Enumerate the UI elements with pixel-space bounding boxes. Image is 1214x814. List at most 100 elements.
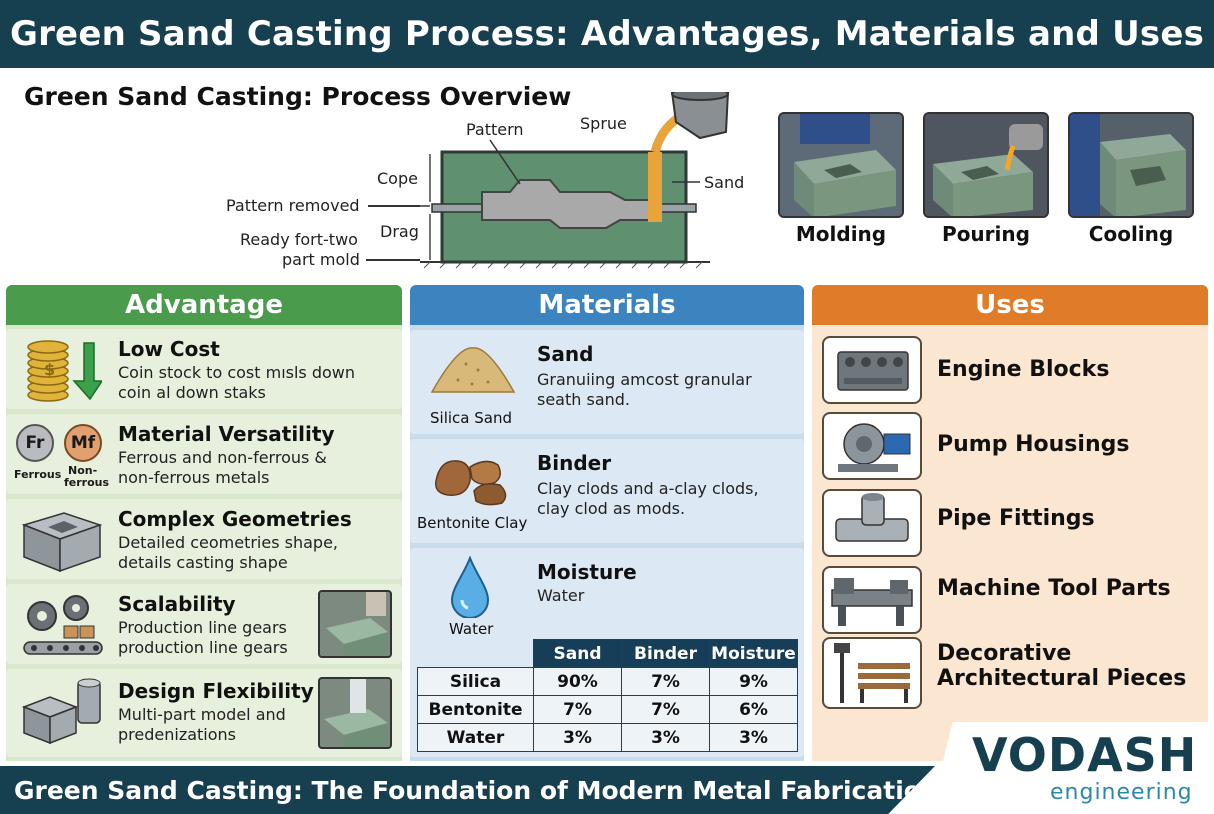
- advantage-header: Advantage: [6, 285, 402, 325]
- use-label-line1: Pump Housings: [937, 432, 1130, 457]
- material-card-binder: Bentonite Clay Binder Clay clods and a-c…: [410, 439, 804, 543]
- use-label-line1: Pipe Fittings: [937, 506, 1095, 531]
- table-cell: 6%: [709, 695, 798, 724]
- column-header: Binder: [621, 639, 710, 668]
- uses-header: Uses: [812, 285, 1208, 325]
- stage-pouring-label: Pouring: [942, 222, 1030, 246]
- table-row: Bentonite 7% 7% 6%: [417, 695, 798, 724]
- table-cell: 3%: [533, 723, 622, 752]
- advantage-title: Design Flexibility: [118, 679, 314, 703]
- table-cell: 7%: [533, 695, 622, 724]
- advantage-title: Low Cost: [118, 337, 220, 361]
- pattern-removed-arrow: [368, 205, 420, 207]
- use-label-line1: Decorative: [937, 641, 1072, 666]
- ferrous-caption: Ferrous: [14, 468, 62, 481]
- design-flex-photo: [318, 677, 392, 749]
- ready-mold-arrow: [366, 259, 420, 261]
- label-pattern-removed: Pattern removed: [226, 196, 360, 215]
- advantage-title: Complex Geometries: [118, 507, 352, 531]
- label-drag: Drag: [380, 222, 419, 241]
- advantage-card-low-cost: $ Low Cost Coin stock to cost mısls down…: [6, 329, 402, 409]
- logo-wordmark: VODASH: [972, 728, 1198, 782]
- column-header: Moisture: [709, 639, 798, 668]
- material-title: Sand: [537, 342, 594, 366]
- advantage-desc-line2: non-ferrous metals: [118, 468, 270, 487]
- stage-cooling-label: Cooling: [1088, 222, 1174, 246]
- row-label: Silica: [417, 667, 534, 696]
- advantage-card-complex-geometries: Complex Geometries Detailed ceometries s…: [6, 499, 402, 579]
- advantage-desc-line2: coin al down staks: [118, 383, 266, 402]
- material-title: Moisture: [537, 560, 637, 584]
- ferrous-icon: Fr: [16, 424, 54, 462]
- materials-heading: Materials: [538, 290, 676, 320]
- table-cell: 7%: [621, 695, 710, 724]
- nonferrous-caption-2: ferrous: [64, 476, 110, 489]
- advantage-desc-line2: predenizations: [118, 725, 236, 744]
- pipe-fitting-icon: [822, 489, 922, 557]
- use-label-line1: Engine Blocks: [937, 357, 1110, 382]
- table-row: Water 3% 3% 3%: [417, 723, 798, 752]
- advantage-card-material-versatility: Fr Mf Ferrous Non- ferrous Material Vers…: [6, 414, 402, 494]
- material-desc-line1: Water: [537, 586, 585, 605]
- logo-subtitle: engineering: [1050, 780, 1193, 805]
- lathe-icon: [822, 566, 922, 634]
- multipart-block-icon: [21, 678, 101, 745]
- material-desc-line1: Clay clods and a-clay clods,: [537, 479, 759, 498]
- use-label-line2: Architectural Pieces: [937, 666, 1187, 691]
- overview-title: Green Sand Casting: Process Overview: [24, 82, 572, 111]
- pump-housing-icon: [822, 412, 922, 480]
- material-caption: Bentonite Clay: [417, 514, 528, 532]
- label-pattern: Pattern: [466, 120, 524, 139]
- material-caption: Silica Sand: [430, 409, 512, 427]
- advantage-title: Material Versatility: [118, 422, 335, 446]
- advantage-heading: Advantage: [125, 290, 283, 320]
- row-label: Bentonite: [417, 695, 534, 724]
- table-row: Silica 90% 7% 9%: [417, 667, 798, 696]
- gears-conveyor-icon: [23, 595, 103, 655]
- table-cell: 7%: [621, 667, 710, 696]
- advantage-card-scalability: Scalability Production line gears produc…: [6, 584, 402, 664]
- advantage-title: Scalability: [118, 592, 236, 616]
- advantage-desc-line1: Coin stock to cost mısls down: [118, 363, 356, 382]
- header-banner: Green Sand Casting Process: Advantages, …: [0, 0, 1214, 68]
- sand-pile-icon: [430, 347, 516, 393]
- material-caption: Water: [449, 620, 494, 638]
- geometry-block-icon: [21, 512, 103, 573]
- stage-molding-label: Molding: [795, 222, 887, 246]
- table-corner: [417, 639, 534, 668]
- nonferrous-icon: Mf: [64, 424, 102, 462]
- fr-symbol: Fr: [25, 433, 45, 453]
- table-cell: 3%: [621, 723, 710, 752]
- footer-tagline: Green Sand Casting: The Foundation of Mo…: [14, 775, 939, 805]
- engine-block-icon: [822, 336, 922, 404]
- mold-diagram: [410, 92, 730, 269]
- row-label: Water: [417, 723, 534, 752]
- column-header: Sand: [533, 639, 622, 668]
- advantage-desc-line1: Ferrous and non-ferrous &: [118, 448, 327, 467]
- logo: VODASH engineering: [930, 722, 1214, 814]
- svg-text:$: $: [44, 360, 55, 379]
- material-desc-line2: clay clod as mods.: [537, 499, 686, 518]
- mf-symbol: Mf: [70, 433, 96, 453]
- molding-photo: [778, 112, 904, 218]
- page-title: Green Sand Casting Process: Advantages, …: [9, 14, 1205, 54]
- uses-heading: Uses: [975, 290, 1045, 320]
- table-cell: 3%: [709, 723, 798, 752]
- nonferrous-caption-1: Non-: [68, 464, 98, 477]
- label-cope: Cope: [377, 169, 418, 188]
- footer-banner: Green Sand Casting: The Foundation of Mo…: [0, 766, 935, 814]
- material-title: Binder: [537, 451, 612, 475]
- coins-icon: $: [27, 340, 102, 402]
- advantage-desc-line1: Multi-part model and: [118, 705, 286, 724]
- label-ready-line1: Ready fort-two: [240, 230, 358, 249]
- pouring-photo: [923, 112, 1049, 218]
- material-desc-line2: seath sand.: [537, 390, 631, 409]
- advantage-card-design-flexibility: Design Flexibility Multi-part model and …: [6, 669, 402, 757]
- table-cell: 90%: [533, 667, 622, 696]
- advantage-desc-line1: Detailed ceometries shape,: [118, 533, 339, 552]
- composition-table: Sand Binder Moisture Silica 90% 7% 9% Be…: [417, 639, 798, 752]
- use-label-line1: Machine Tool Parts: [937, 576, 1171, 601]
- table-cell: 9%: [709, 667, 798, 696]
- scalability-photo: [318, 590, 392, 658]
- label-sand: Sand: [704, 173, 745, 192]
